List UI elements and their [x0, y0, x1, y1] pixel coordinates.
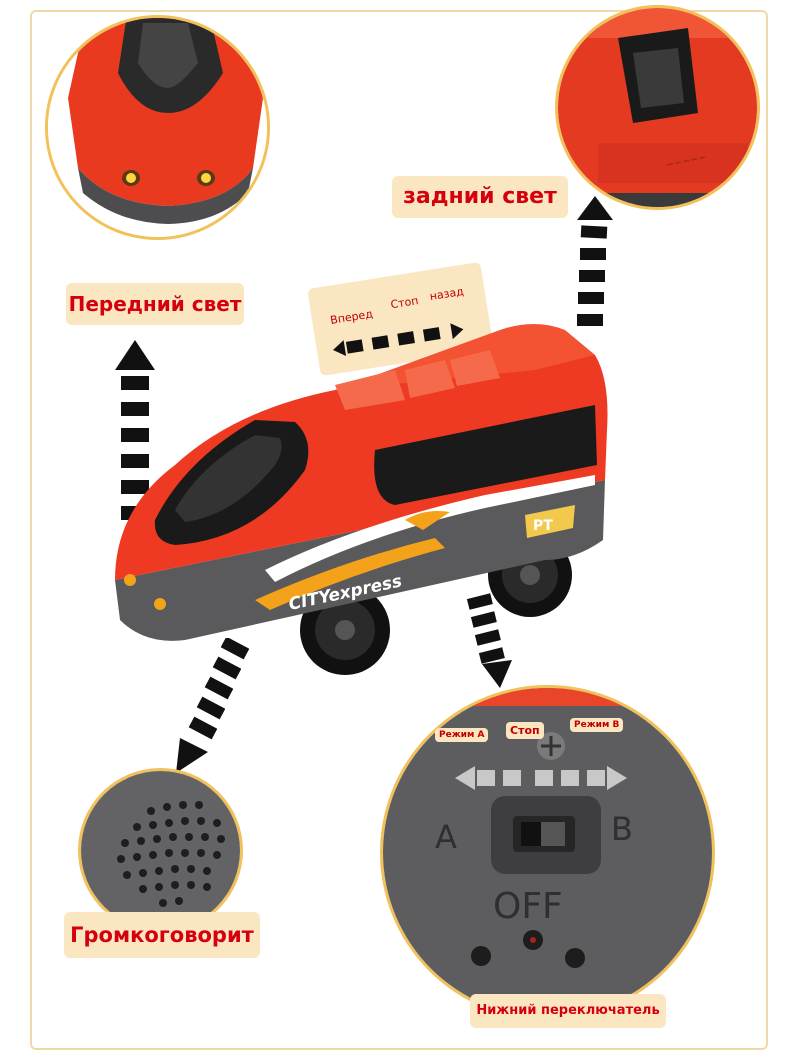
switch-stop-label: Стоп	[506, 722, 544, 739]
toy-train: PT CITYexpress	[115, 324, 608, 675]
badge-text: PT	[533, 518, 553, 534]
front-light-label: Передний свет	[66, 283, 244, 325]
rear-light-closeup: ━ ━ ━ ━ ━	[555, 5, 760, 210]
switch-direction-arrows	[455, 766, 627, 790]
arrow-to-switch	[466, 593, 512, 688]
mode-a-label: Режим A	[435, 728, 489, 742]
stop-label: Стоп	[389, 294, 420, 312]
back-label: назад	[428, 284, 465, 304]
mode-b-label: Режим B	[570, 718, 624, 732]
speaker-label: Громкоговорит	[64, 912, 260, 958]
speaker-closeup	[78, 768, 243, 933]
arrow-to-speaker	[176, 638, 250, 773]
direction-panel: Вперед Стоп назад	[307, 261, 494, 377]
switch-closeup: A B OFF	[380, 685, 715, 1020]
front-light-closeup	[45, 15, 270, 240]
switch-off-text: OFF	[493, 886, 563, 927]
arrow-to-rear-light	[577, 196, 613, 326]
switch-letter-b: B	[611, 810, 633, 848]
speaker-holes	[117, 801, 225, 907]
image-frame	[30, 10, 768, 1050]
bottom-switch-label: Нижний переключатель	[470, 994, 666, 1028]
arrow-to-front-light	[115, 340, 155, 520]
pt-badge: PT	[525, 505, 575, 538]
direction-arrows	[333, 323, 464, 356]
switch-letter-a: A	[435, 818, 457, 856]
rear-light-label: задний свет	[392, 176, 568, 218]
